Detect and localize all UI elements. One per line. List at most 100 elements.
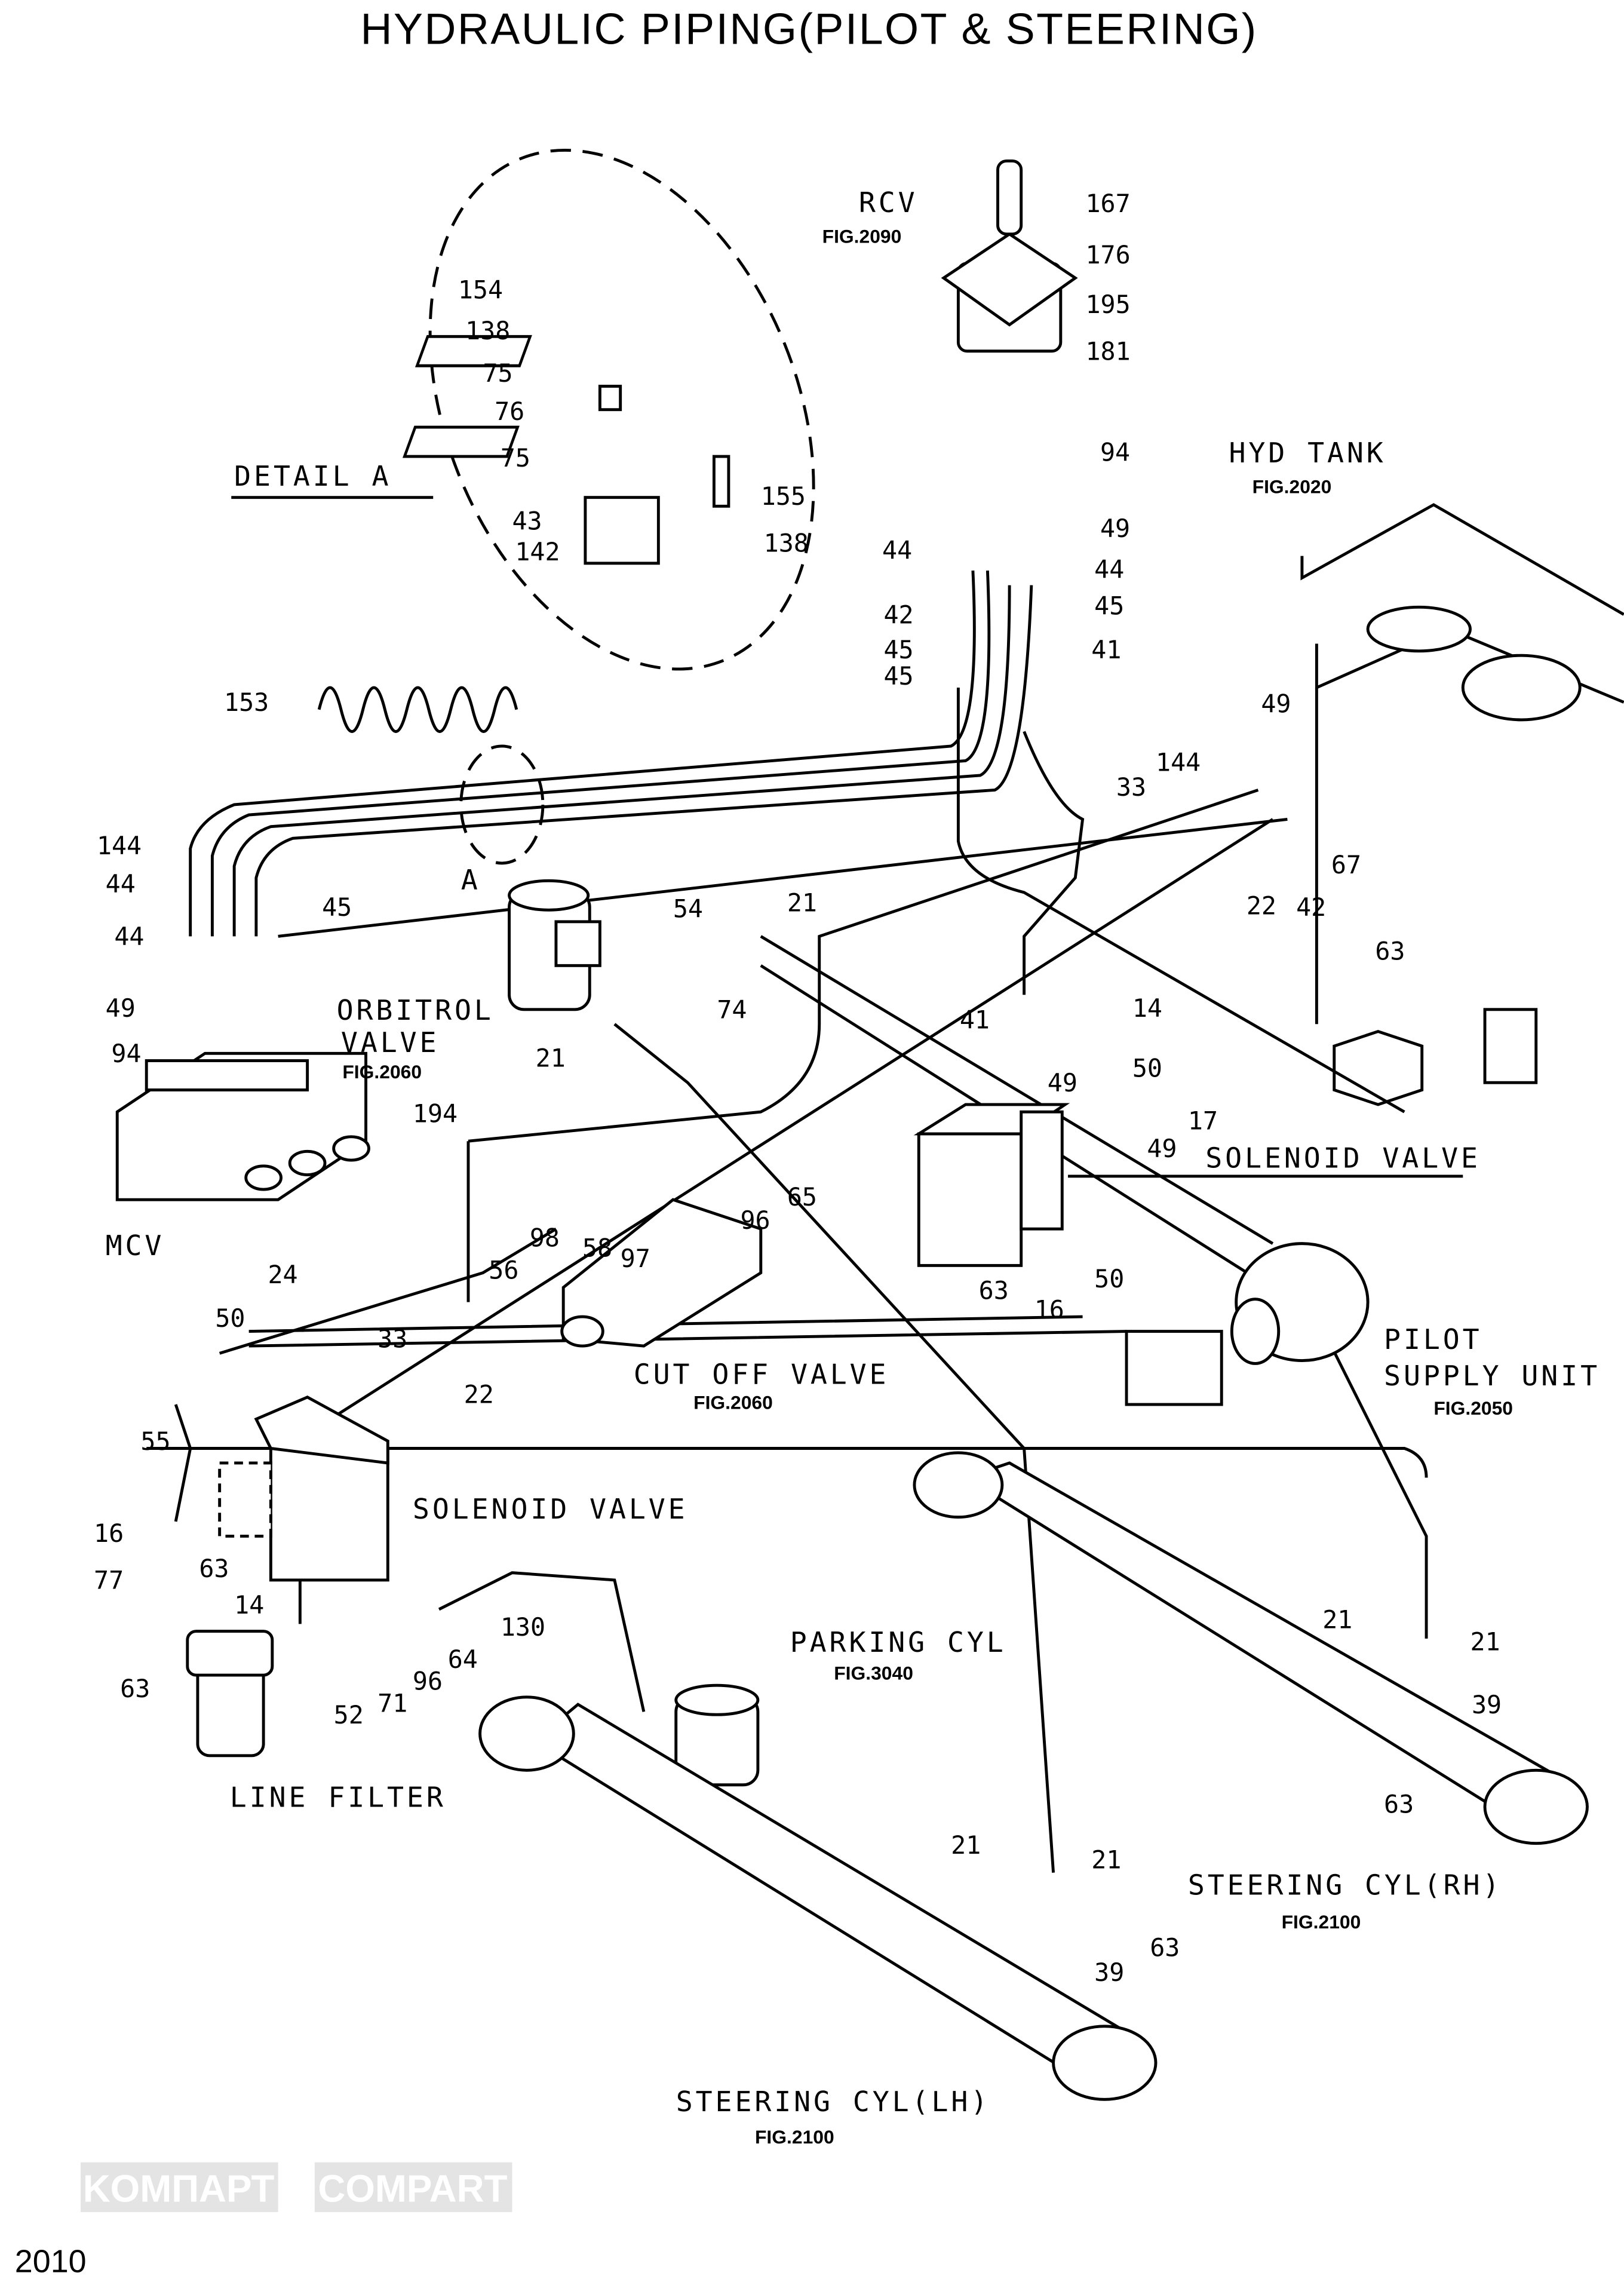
callout-number: 74: [717, 995, 747, 1024]
callout-number: 41: [960, 1005, 990, 1035]
callout-number: 44: [882, 536, 912, 565]
label-orbitrol-fig: FIG.2060: [342, 1061, 422, 1082]
callout-number: 195: [1085, 290, 1130, 319]
label-orbitrol-1: ORBITROL: [337, 994, 494, 1026]
callout-number: 43: [512, 507, 542, 536]
callout-number: 52: [334, 1700, 364, 1729]
callout-number: 55: [140, 1427, 170, 1456]
pilot-lines: [146, 570, 1428, 1873]
label-pilot-fig: FIG.2050: [1433, 1397, 1513, 1419]
callout-number: 76: [495, 397, 524, 426]
callout-number: 42: [1296, 893, 1326, 922]
callout-number: 67: [1331, 850, 1361, 879]
callout-number: 98: [530, 1223, 560, 1253]
solenoid-valve-left-part: [218, 1396, 389, 1582]
callout-number: 39: [1472, 1690, 1502, 1719]
callout-number: 21: [1091, 1845, 1121, 1874]
callout-number: 41: [1091, 635, 1121, 664]
callout-number: 22: [464, 1380, 494, 1409]
watermark-text: KOMПАРТ: [83, 2168, 275, 2210]
watermark-text: COMPART: [318, 2168, 507, 2210]
orbitrol-valve-part: [508, 879, 601, 1011]
callout-number: 16: [94, 1519, 124, 1548]
label-rcv: RCV: [859, 186, 918, 219]
label-hyd-tank-fig: FIG.2020: [1252, 476, 1332, 497]
label-mcv: MCV: [106, 1229, 165, 1262]
callout-numbers: 1671761951811541387576754314215513894494…: [94, 189, 1502, 1987]
cut-off-valve-part: [560, 1198, 763, 1348]
callout-number: 49: [1147, 1134, 1177, 1163]
callout-number: 97: [621, 1244, 650, 1273]
callout-number: 56: [489, 1255, 518, 1284]
callout-number: 154: [458, 275, 503, 305]
label-detail-a: DETAIL A: [234, 460, 391, 492]
callout-number: 21: [1322, 1605, 1352, 1634]
rcv-part: [941, 159, 1078, 353]
watermark-layer: KOMПАРТ COMPART: [81, 2162, 512, 2212]
label-steering-lh: STEERING CYL(LH): [676, 2086, 990, 2118]
callout-number: 77: [94, 1566, 124, 1595]
label-parking-fig: FIG.3040: [834, 1662, 913, 1683]
callout-number: 49: [1048, 1068, 1077, 1097]
callout-number: 22: [1247, 891, 1276, 921]
callout-number: 130: [501, 1612, 545, 1642]
callout-number: 142: [515, 537, 560, 566]
callout-number: 71: [377, 1688, 407, 1718]
callout-number: 194: [413, 1099, 458, 1128]
callout-number: 138: [465, 316, 510, 345]
label-solenoid-valve-right: SOLENOID VALVE: [1205, 1142, 1481, 1174]
callout-number: 63: [1384, 1789, 1414, 1818]
page-number: 2010: [15, 2243, 87, 2279]
callout-number: 45: [322, 893, 352, 922]
callout-number: 176: [1085, 240, 1130, 269]
label-line-filter: LINE FILTER: [230, 1781, 446, 1813]
watermark-box: [314, 2162, 512, 2212]
label-solenoid-valve-left: SOLENOID VALVE: [413, 1493, 688, 1525]
callout-number: 16: [1034, 1295, 1064, 1324]
callout-number: 39: [1094, 1958, 1124, 1987]
callout-number: 45: [1094, 591, 1124, 621]
callout-number: 50: [1094, 1264, 1124, 1293]
callout-number: 21: [787, 888, 817, 918]
callout-number: 42: [884, 600, 914, 629]
callout-number: 21: [951, 1830, 981, 1860]
callout-number: 153: [224, 688, 269, 717]
callout-number: 144: [1156, 748, 1201, 777]
callout-number: 33: [1116, 772, 1146, 802]
label-parking-cyl: PARKING CYL: [790, 1626, 1006, 1658]
label-hyd-tank: HYD TANK: [1229, 437, 1386, 469]
callout-number: 54: [673, 894, 703, 924]
label-steering-lh-fig: FIG.2100: [755, 2126, 834, 2148]
callout-number: 14: [1132, 993, 1162, 1023]
callout-number: 63: [199, 1554, 229, 1583]
pilot-supply-unit-part: [1125, 1242, 1370, 1406]
diagram-drawing: [115, 149, 1624, 2101]
callout-number: 63: [1150, 1933, 1180, 1962]
label-cut-off-valve: CUT OFF VALVE: [634, 1358, 889, 1391]
callout-number: 49: [1261, 689, 1291, 719]
callout-number: 75: [483, 358, 512, 388]
callout-number: 138: [764, 528, 809, 557]
callout-number: 167: [1085, 189, 1130, 218]
callout-number: 44: [114, 922, 144, 951]
callout-number: 45: [884, 635, 914, 664]
page-title: HYDRAULIC PIPING(PILOT & STEERING): [360, 4, 1257, 53]
callout-number: 50: [1132, 1053, 1162, 1082]
callout-number: 58: [582, 1234, 612, 1263]
callout-number: 50: [215, 1304, 245, 1333]
line-filter-part: [186, 1630, 274, 1758]
detail-a-circle: [428, 149, 815, 671]
callout-number: 21: [536, 1043, 566, 1072]
callout-number: 14: [234, 1590, 264, 1620]
callout-number: 63: [979, 1276, 1009, 1305]
callout-number: 144: [97, 831, 142, 860]
callout-number: 94: [1100, 437, 1130, 467]
coil-hose: [317, 686, 518, 733]
callout-number: 181: [1085, 336, 1130, 366]
callout-number: 44: [106, 869, 136, 898]
label-orbitrol-2: VALVE: [341, 1026, 440, 1059]
callout-number: 49: [1100, 514, 1130, 543]
steering-cyl-rh-part: [913, 1451, 1589, 1845]
callout-number: 49: [106, 993, 136, 1023]
